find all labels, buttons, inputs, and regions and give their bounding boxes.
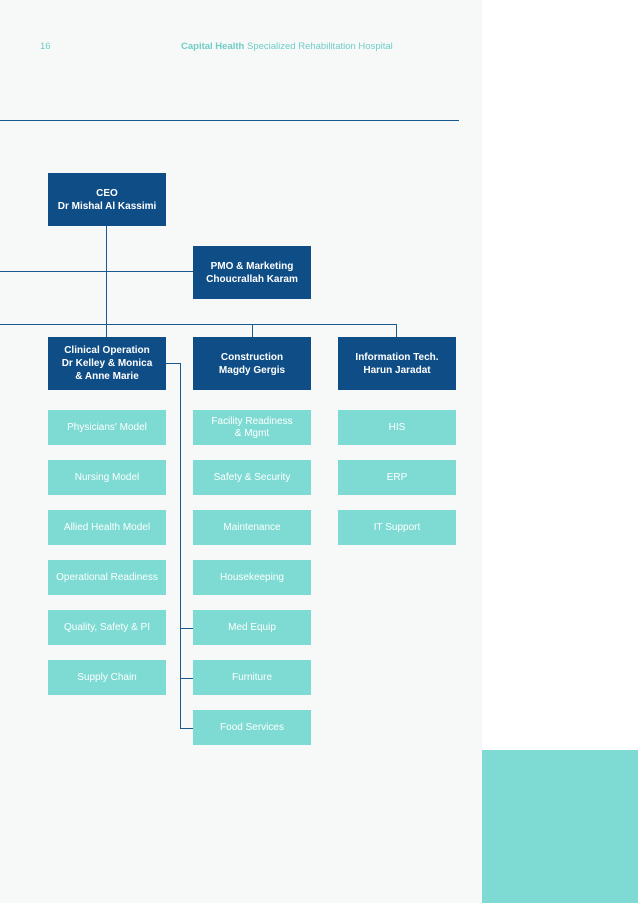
side-accent-panel [482, 750, 638, 903]
connector-ceo-vertical [106, 226, 107, 338]
it-item-erp: ERP [338, 460, 456, 495]
construction-item-safety-security: Safety & Security [193, 460, 311, 495]
page-background [0, 0, 482, 903]
header-title-bold: Capital Health [181, 41, 245, 52]
connector-bracket-supply [180, 678, 193, 679]
connector-pmo-horizontal [0, 271, 193, 272]
construction-box: Construction Magdy Gergis [193, 337, 311, 390]
clinical-item-nursing-model: Nursing Model [48, 460, 166, 495]
construction-item-housekeeping: Housekeeping [193, 560, 311, 595]
construction-item-furniture: Furniture [193, 660, 311, 695]
header-title-rest: Specialized Rehabilitation Hospital [247, 41, 393, 52]
pmo-name: Choucrallah Karam [206, 273, 298, 285]
connector-bracket-food [180, 728, 193, 729]
pmo-marketing-box: PMO & Marketing Choucrallah Karam [193, 246, 311, 299]
it-name: Harun Jaradat [363, 364, 431, 376]
connector-divisions-horizontal [0, 324, 397, 325]
clinical-title: Clinical Operation [64, 345, 150, 356]
header-rule [0, 120, 459, 121]
connector-clinical-right-stub [166, 363, 180, 364]
clinical-item-supply-chain: Supply Chain [48, 660, 166, 695]
information-tech-box: Information Tech. Harun Jaradat [338, 337, 456, 390]
it-item-his: HIS [338, 410, 456, 445]
page-header-title: Capital Health Specialized Rehabilitatio… [181, 41, 393, 52]
construction-item-food-services: Food Services [193, 710, 311, 745]
clinical-operation-box: Clinical Operation Dr Kelley & Monica & … [48, 337, 166, 390]
pmo-title: PMO & Marketing [210, 260, 294, 272]
construction-item-med-equip: Med Equip [193, 610, 311, 645]
it-item-it-support: IT Support [338, 510, 456, 545]
connector-construction-drop [252, 324, 253, 337]
connector-bracket-quality [180, 628, 193, 629]
connector-it-drop [396, 324, 397, 337]
construction-item-facility-readiness: Facility Readiness & Mgmt [193, 410, 311, 445]
ceo-box: CEO Dr Mishal Al Kassimi [48, 173, 166, 226]
clinical-names-2: & Anne Marie [75, 371, 139, 382]
connector-bracket-vertical [180, 363, 181, 729]
ceo-title: CEO [96, 187, 118, 199]
clinical-item-allied-health-model: Allied Health Model [48, 510, 166, 545]
it-title: Information Tech. [355, 351, 439, 363]
clinical-item-physicians-model: Physicians' Model [48, 410, 166, 445]
clinical-names-1: Dr Kelley & Monica [61, 358, 153, 369]
page-number: 16 [40, 41, 51, 52]
ceo-name: Dr Mishal Al Kassimi [57, 200, 157, 212]
clinical-item-operational-readiness: Operational Readiness [48, 560, 166, 595]
construction-item-maintenance: Maintenance [193, 510, 311, 545]
clinical-item-quality-safety-pi: Quality, Safety & PI [48, 610, 166, 645]
construction-title: Construction [220, 351, 284, 363]
construction-name: Magdy Gergis [218, 364, 286, 376]
